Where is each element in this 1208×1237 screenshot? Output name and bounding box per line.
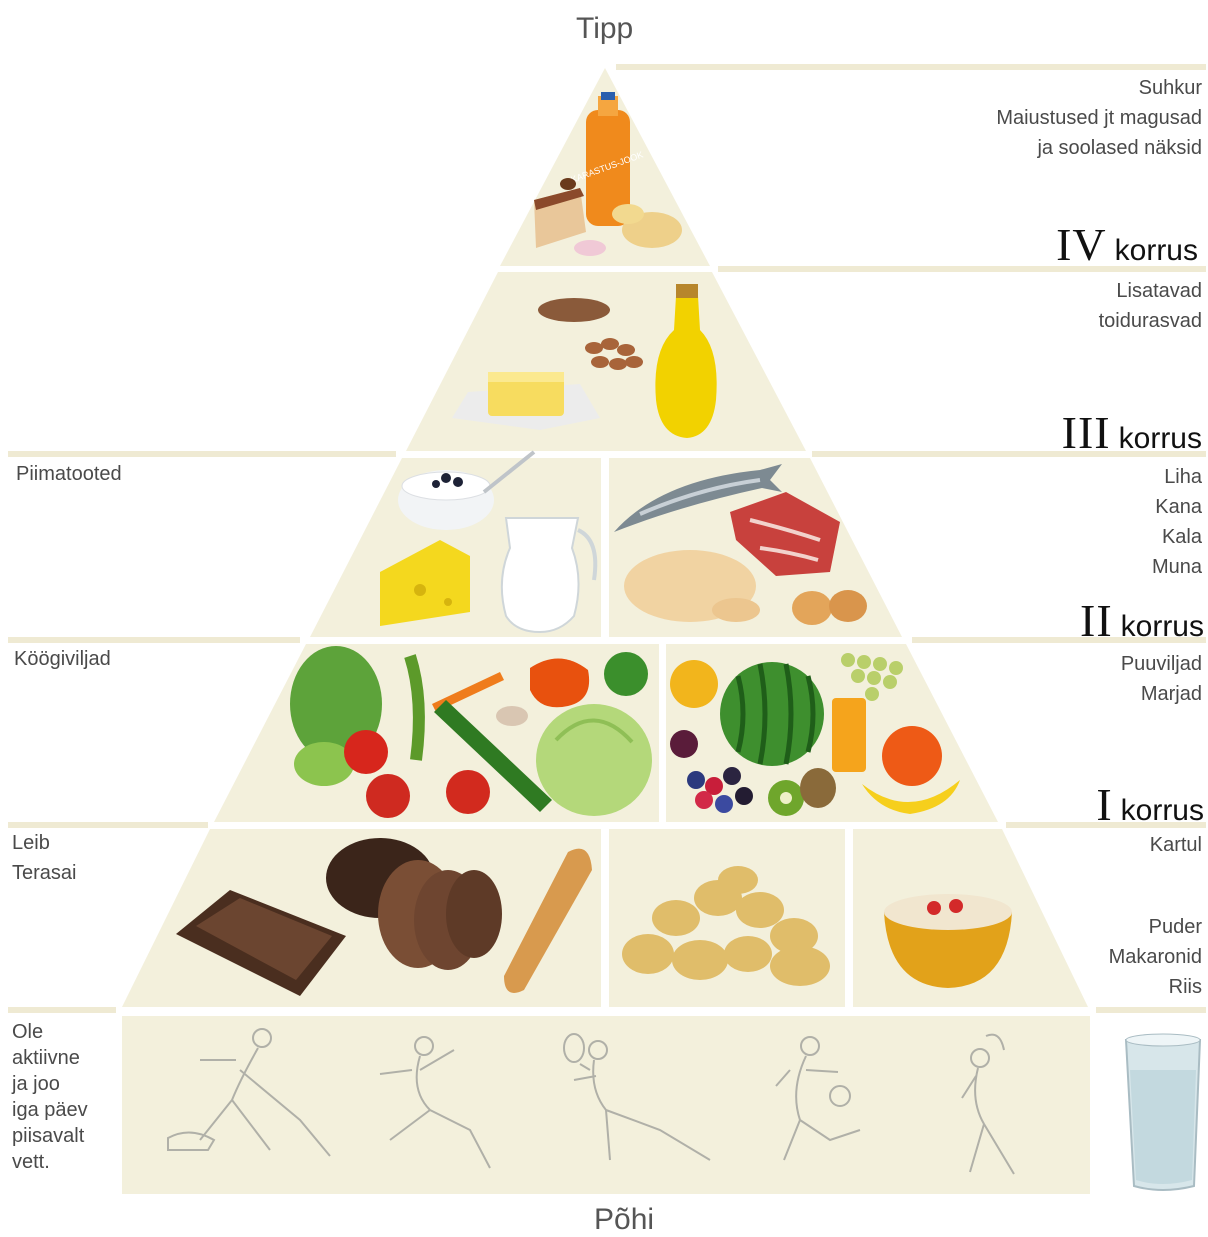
- grains-label: Puder Makaronid Riis: [1109, 912, 1202, 1002]
- tier-activity: [122, 1016, 1090, 1194]
- floor-iii-roman: III: [1062, 407, 1111, 458]
- orange-icon: [882, 726, 942, 786]
- floor-ii-roman: II: [1080, 595, 1113, 646]
- juice-glass-icon: [832, 698, 866, 772]
- dairy-label: Piimatooted: [16, 459, 122, 489]
- pepper-icon: [530, 658, 589, 707]
- egg-icon: [792, 591, 832, 625]
- tomato-icon: [344, 730, 388, 774]
- broccoli-icon: [604, 652, 648, 696]
- seeds-icon: [538, 298, 610, 322]
- bread-label: Leib Terasai: [12, 828, 76, 888]
- potato-label: Kartul: [1150, 830, 1202, 860]
- milk-jug-icon: [502, 518, 579, 632]
- mushroom-icon: [496, 706, 528, 726]
- sweets-label: Suhkur Maiustused jt magusad ja soolased…: [996, 73, 1202, 163]
- vegetables-label: Köögiviljad: [14, 644, 111, 674]
- floor-iv-roman: IV: [1056, 219, 1107, 270]
- water-glass-icon: [1126, 1034, 1200, 1190]
- pyramid-tiers: [122, 68, 1090, 1194]
- floor-i-roman: I: [1096, 779, 1112, 830]
- plum-icon: [670, 730, 698, 758]
- protein-label: Liha Kana Kala Muna: [1152, 462, 1202, 582]
- fruit-label: Puuviljad Marjad: [1121, 649, 1202, 709]
- activity-label: Ole aktiivne ja joo iga päev piisavalt v…: [12, 1019, 88, 1175]
- fats-label: Lisatavad toidurasvad: [1099, 276, 1202, 336]
- apple-icon: [670, 660, 718, 708]
